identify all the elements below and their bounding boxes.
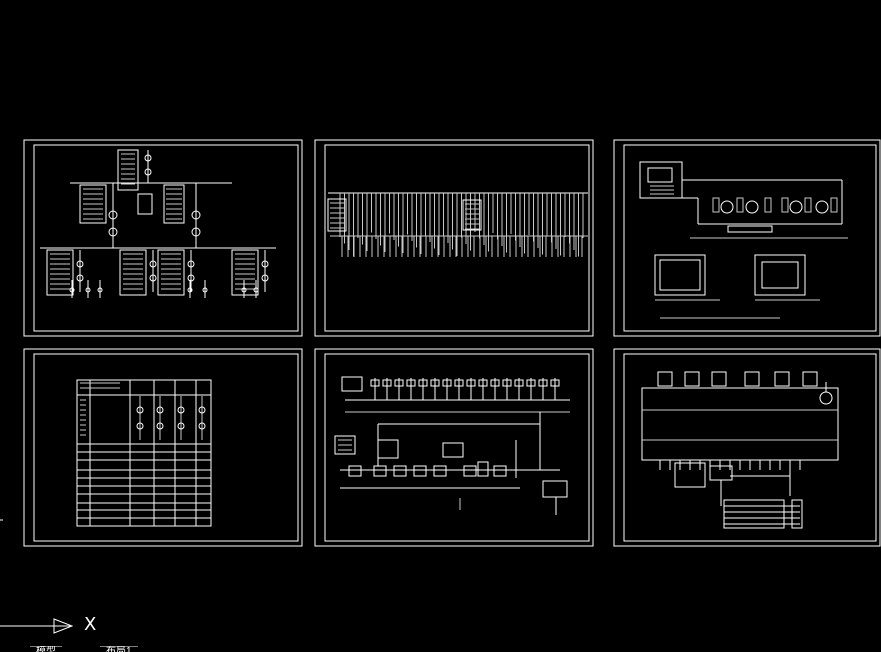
ucs-arrow-icon: [0, 618, 74, 634]
drawing-sheet-6: [613, 348, 881, 547]
drawing-sheet-2: [314, 139, 594, 337]
tab-layout1[interactable]: 布局1: [100, 646, 138, 652]
layout-tab-bar: 模型 布局1: [0, 646, 881, 652]
drawing-sheet-1: [23, 139, 303, 337]
drawing-sheet-3: [613, 139, 881, 337]
tab-model[interactable]: 模型: [30, 646, 62, 652]
drawing-sheet-4: [23, 348, 303, 547]
ucs-x-label: X: [84, 614, 97, 635]
drawing-sheet-5: [314, 348, 594, 547]
